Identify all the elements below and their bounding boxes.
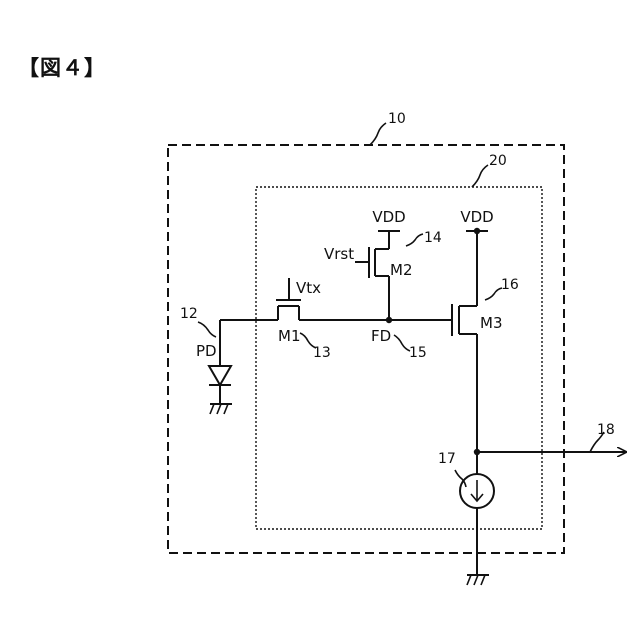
ref-16: 16 (501, 277, 519, 293)
m2-label: M2 (390, 261, 413, 279)
reference-leaders (198, 123, 604, 487)
vrst-label: Vrst (324, 245, 354, 263)
ref-12: 12 (180, 306, 198, 322)
vtx-label: Vtx (296, 279, 321, 297)
readout-circuit-box (256, 187, 542, 529)
ground-icon-output (467, 575, 489, 585)
m3-label: M3 (480, 314, 503, 332)
vdd-right-dot (474, 228, 480, 234)
ref-15: 15 (409, 345, 427, 361)
current-source (460, 474, 494, 508)
ref-10: 10 (388, 111, 406, 127)
vdd-right-label: VDD (460, 208, 493, 226)
photodiode (209, 320, 231, 404)
ref-20: 20 (489, 153, 507, 169)
fd-label: FD (371, 327, 391, 345)
ref-13: 13 (313, 345, 331, 361)
m1-label: M1 (278, 327, 301, 345)
pd-label: PD (196, 342, 217, 360)
pixel-outer-box (168, 145, 564, 553)
ref-18: 18 (597, 422, 615, 438)
ref-17: 17 (438, 451, 456, 467)
ref-14: 14 (424, 230, 442, 246)
ground-icon-pd (210, 404, 232, 414)
vdd-left-label: VDD (372, 208, 405, 226)
